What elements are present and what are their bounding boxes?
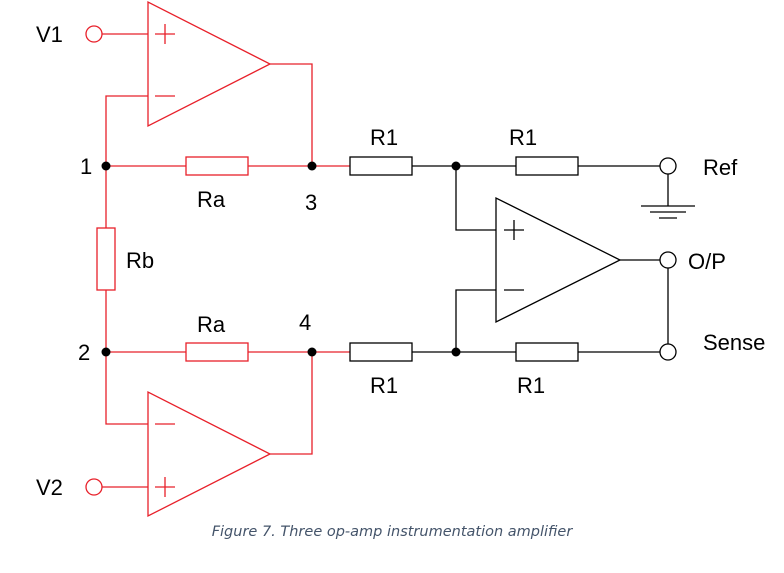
v1-terminal <box>85 25 103 43</box>
resistor-r1-top-right <box>515 156 579 176</box>
v2-terminal <box>85 478 103 496</box>
junction-plus-input <box>451 161 461 171</box>
sense-terminal <box>659 343 677 361</box>
op-amp-output <box>495 196 622 324</box>
input-stage <box>85 0 350 518</box>
label-r1-bottom-right: R1 <box>517 373 545 398</box>
ground-icon <box>641 205 695 219</box>
resistor-r1-bottom-right <box>515 342 579 362</box>
resistor-ra-bottom <box>185 342 249 362</box>
op-terminal <box>659 251 677 269</box>
junction-dots <box>101 161 461 357</box>
resistor-ra-top <box>185 156 249 176</box>
output-stage <box>349 156 695 362</box>
label-r1-top-right: R1 <box>509 125 537 150</box>
label-node-3: 3 <box>305 190 317 215</box>
junction-node-3 <box>307 161 317 171</box>
label-v2: V2 <box>36 475 63 500</box>
figure-caption: Figure 7. Three op-amp instrumentation a… <box>211 524 573 540</box>
circuit-diagram: V1 V2 1 2 3 4 Ra Ra Rb R1 R1 R1 R1 Ref O… <box>36 0 765 518</box>
label-ref: Ref <box>703 155 738 180</box>
label-r1-bottom-left: R1 <box>370 373 398 398</box>
label-op: O/P <box>688 249 726 274</box>
op-amp-bottom <box>147 390 272 518</box>
label-ra-top: Ra <box>197 187 226 212</box>
label-node-1: 1 <box>80 154 92 179</box>
label-v1: V1 <box>36 22 63 47</box>
label-sense: Sense <box>703 330 765 355</box>
op-amp-top <box>147 0 272 128</box>
label-r1-top-left: R1 <box>370 125 398 150</box>
junction-minus-input <box>451 347 461 357</box>
junction-node-4 <box>307 347 317 357</box>
junction-node-2 <box>101 347 111 357</box>
resistor-r1-bottom-left <box>349 342 413 362</box>
resistor-rb <box>96 227 116 291</box>
label-node-2: 2 <box>78 340 90 365</box>
resistor-r1-top-left <box>349 156 413 176</box>
junction-node-1 <box>101 161 111 171</box>
label-rb: Rb <box>126 248 154 273</box>
label-node-4: 4 <box>299 310 311 335</box>
ref-terminal <box>659 157 677 175</box>
label-ra-bottom: Ra <box>197 312 226 337</box>
